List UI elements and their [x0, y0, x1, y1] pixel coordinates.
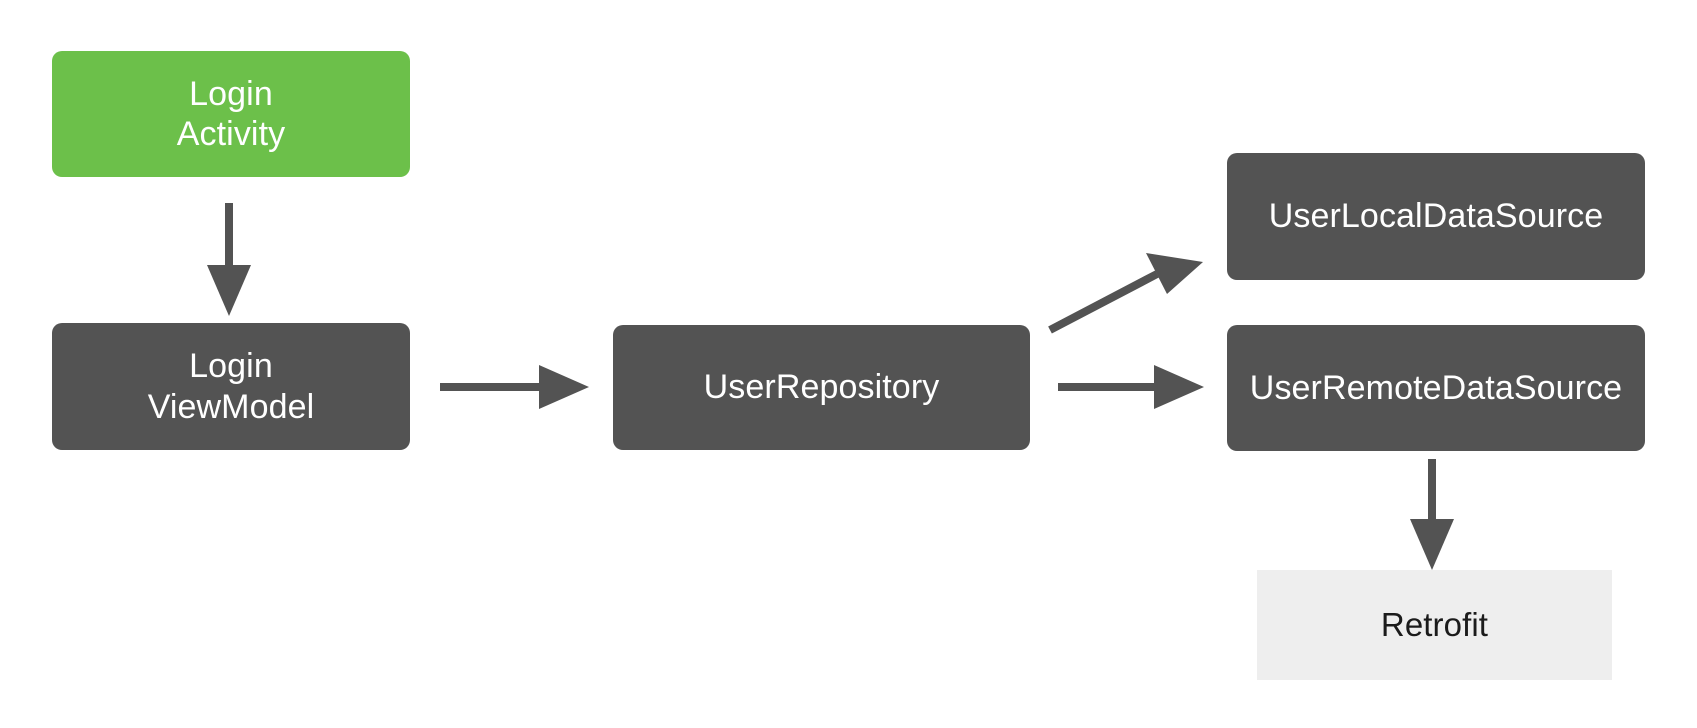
edge-activity-to-viewmodel	[207, 203, 251, 316]
edge-repository-to-local	[1048, 253, 1203, 334]
node-login-viewmodel[interactable]: Login ViewModel	[52, 323, 410, 450]
node-retrofit[interactable]: Retrofit	[1257, 570, 1612, 680]
node-user-remote-datasource[interactable]: UserRemoteDataSource	[1227, 325, 1645, 451]
node-login-activity[interactable]: Login Activity	[52, 51, 410, 177]
edge-remote-to-retrofit	[1410, 459, 1454, 570]
edge-repository-to-remote	[1058, 365, 1204, 409]
node-user-repository[interactable]: UserRepository	[613, 325, 1030, 450]
edge-viewmodel-to-repository	[440, 365, 589, 409]
node-user-local-datasource[interactable]: UserLocalDataSource	[1227, 153, 1645, 280]
